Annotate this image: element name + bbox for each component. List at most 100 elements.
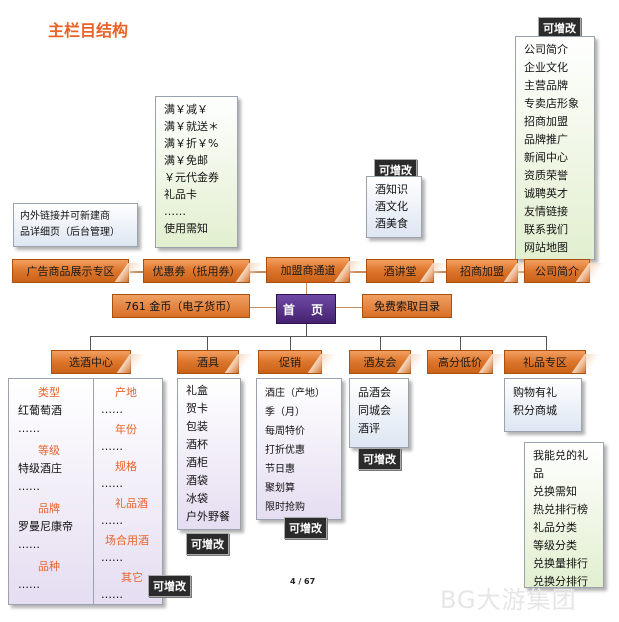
nav-promotion[interactable]: 促销 (258, 350, 322, 374)
lecture-item: 酒文化 (375, 200, 408, 213)
select-item: …… (101, 477, 123, 490)
select-item: …… (18, 578, 40, 591)
connector-home-bottom-vertical (306, 324, 307, 336)
home-button[interactable]: 首 页 (276, 294, 336, 324)
coupon-items-box: 满￥减￥ 满￥就送＊ 满￥折￥% 满￥免邮 ￥元代金券 礼品卡 …… 使用需知 (155, 96, 238, 248)
select-item: …… (18, 538, 40, 551)
wine-selection-right-column: 产地 …… 年份 …… 规格 …… 礼品酒 …… 场合用酒 …… 其它 …… (101, 384, 163, 603)
page-number: 4 / 67 (290, 577, 316, 586)
nav-company-intro[interactable]: 公司简介 (524, 259, 590, 283)
wineware-item: 户外野餐 (186, 510, 230, 523)
select-item: …… (101, 588, 123, 601)
editable-badge-company: 可增改 (538, 17, 581, 39)
nav-ad-showcase[interactable]: 广告商品展示专区 (12, 259, 129, 283)
connector-drop-6 (546, 336, 547, 350)
wineware-item: 酒袋 (186, 474, 208, 487)
connector-drop-3 (290, 336, 291, 350)
company-item: 公司简介 (524, 43, 568, 56)
nav-high-score-low-price[interactable]: 高分低价 (427, 350, 493, 374)
select-category: 产地 (115, 386, 137, 399)
gift-redeem-item: 礼品分类 (533, 521, 577, 534)
wine-selection-divider (93, 379, 94, 604)
select-item: …… (101, 551, 123, 564)
coupon-item: 满￥免邮 (164, 154, 208, 167)
nav-wineware[interactable]: 酒具 (177, 350, 239, 374)
lecture-item: 酒知识 (375, 183, 408, 196)
select-item: …… (18, 422, 40, 435)
select-category: 等级 (38, 444, 60, 457)
company-item: 主营品牌 (524, 79, 568, 92)
connector-drop-4 (380, 336, 381, 350)
promotion-item: 每周特价 (265, 426, 305, 437)
connector-drop-2 (207, 336, 208, 350)
company-item: 专卖店形象 (524, 97, 579, 110)
select-item: …… (101, 403, 123, 416)
wine-club-item: 酒评 (358, 422, 380, 435)
connector-bottom-horizontal (90, 336, 546, 337)
editable-badge-lecture: 可增改 (374, 159, 417, 181)
wine-club-item: 同城会 (358, 404, 391, 417)
company-item: 招商加盟 (524, 115, 568, 128)
wineware-item: 礼盒 (186, 384, 208, 397)
ad-note-line: 品详细页（后台管理） (20, 227, 120, 238)
select-category: 品牌 (38, 502, 60, 515)
promotion-item: 酒庄（产地） (265, 388, 325, 399)
promotion-item: 季（月） (265, 407, 305, 418)
connector-drop-5 (460, 336, 461, 350)
select-category: 其它 (121, 571, 143, 584)
select-item: …… (18, 480, 40, 493)
editable-badge-selection: 可增改 (148, 575, 191, 597)
gift-redeem-item: 兑换量排行 (533, 557, 588, 570)
promotion-item: 打折优惠 (265, 445, 305, 456)
coupon-item: 满￥就送＊ (164, 120, 219, 133)
promotion-item: 节日惠 (265, 464, 295, 475)
wineware-item: 贺卡 (186, 402, 208, 415)
lecture-item: 酒美食 (375, 217, 408, 230)
wine-selection-box: 类型 红葡萄酒 …… 等级 特级酒庄 …… 品牌 罗曼尼康帝 …… 品种 …… … (8, 378, 163, 605)
gift-redeem-item: 等级分类 (533, 539, 577, 552)
company-item: 网站地图 (524, 241, 568, 254)
nav-gift-zone[interactable]: 礼品专区 (504, 350, 586, 374)
wineware-items-box: 礼盒 贺卡 包装 酒杯 酒柜 酒袋 冰袋 户外野餐 (177, 378, 241, 530)
wineware-item: 酒杯 (186, 438, 208, 451)
connector-home-top (306, 282, 307, 298)
wineware-item: 酒柜 (186, 456, 208, 469)
select-item: …… (101, 514, 123, 527)
gift-zone-item: 购物有礼 (513, 386, 557, 399)
editable-badge-promotion: 可增改 (284, 517, 327, 539)
nav-coupons[interactable]: 优惠券（抵用券） (143, 259, 250, 283)
currency-box[interactable]: 761 金币（电子货币） (112, 294, 250, 318)
nav-wine-lecture[interactable]: 酒讲堂 (366, 259, 434, 283)
coupon-item: …… (164, 205, 186, 218)
page-title: 主栏目结构 (48, 21, 129, 40)
company-item: 联系我们 (524, 223, 568, 236)
nav-wine-selection[interactable]: 选酒中心 (51, 350, 131, 374)
promotion-items-box: 酒庄（产地） 季（月） 每周特价 打折优惠 节日惠 聚划算 限时抢购 (256, 378, 342, 520)
ad-note-box: 内外链接并可新建商 品详细页（后台管理） (13, 203, 138, 247)
company-item: 企业文化 (524, 61, 568, 74)
watermark: BG大游集团 (440, 586, 577, 614)
editable-badge-wine-club: 可增改 (358, 448, 401, 470)
select-category: 场合用酒 (105, 534, 149, 547)
gift-redeem-item: 兑换需知 (533, 485, 577, 498)
wine-selection-left-column: 类型 红葡萄酒 …… 等级 特级酒庄 …… 品牌 罗曼尼康帝 …… 品种 …… (18, 384, 92, 594)
company-items-box: 公司简介 企业文化 主营品牌 专卖店形象 招商加盟 品牌推广 新闻中心 资质荣誉… (515, 36, 595, 260)
wineware-item: 冰袋 (186, 492, 208, 505)
gift-redeem-item: 我能兑的礼 (533, 449, 588, 462)
nav-franchise-recruit[interactable]: 招商加盟 (446, 259, 518, 283)
company-item: 资质荣誉 (524, 169, 568, 182)
company-item: 诚聘英才 (524, 187, 568, 200)
free-catalog-box[interactable]: 免费索取目录 (362, 294, 452, 318)
company-item: 新闻中心 (524, 151, 568, 164)
company-item: 友情链接 (524, 205, 568, 218)
select-category: 礼品酒 (115, 497, 148, 510)
company-item: 品牌推广 (524, 133, 568, 146)
lecture-items-box: 酒知识 酒文化 酒美食 (366, 176, 422, 238)
promotion-item: 限时抢购 (265, 502, 305, 513)
nav-wine-club[interactable]: 酒友会 (349, 350, 411, 374)
select-category: 年份 (115, 423, 137, 436)
ad-note-line: 内外链接并可新建商 (20, 211, 110, 222)
select-item: 罗曼尼康帝 (18, 520, 73, 533)
gift-redeem-item: 兑换分排行 (533, 575, 588, 588)
nav-franchisee-channel[interactable]: 加盟商通道 (266, 257, 350, 283)
